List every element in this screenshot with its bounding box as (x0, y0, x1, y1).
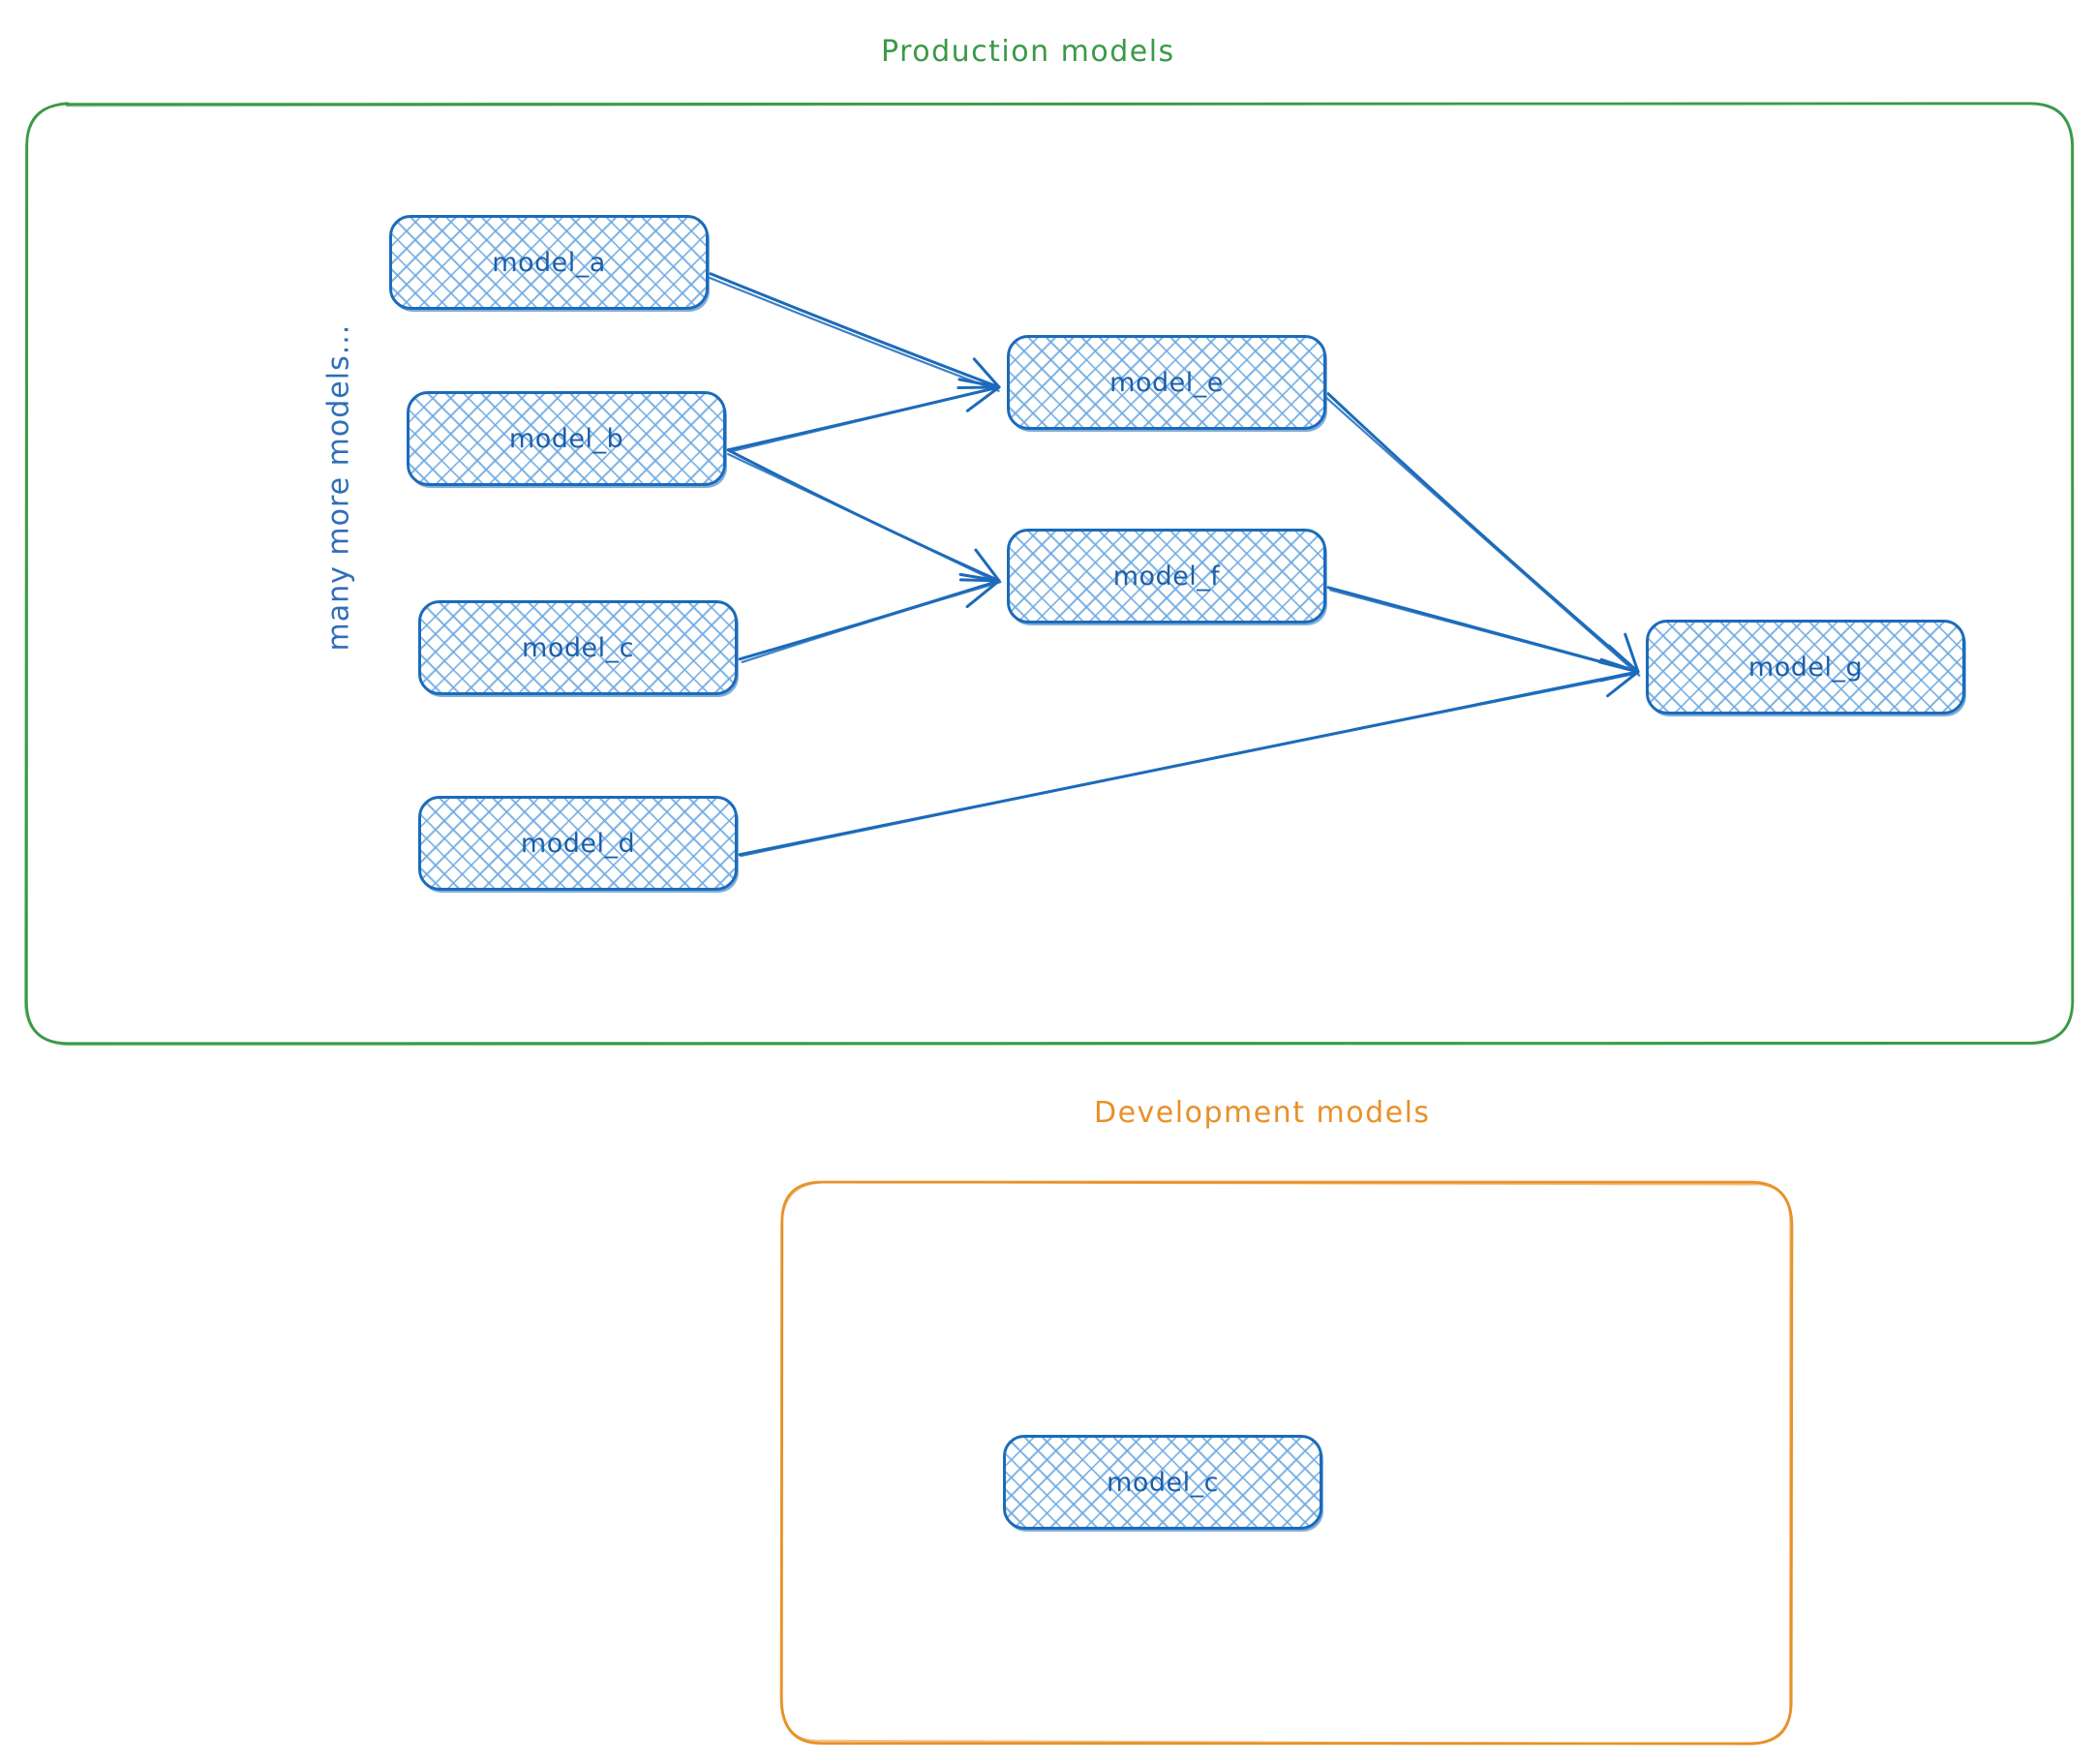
node-model_g[interactable]: model_g (1646, 620, 1965, 715)
node-label: model_b (508, 423, 624, 454)
arrowhead (1624, 632, 1640, 674)
edge-model_b-to-model_f (726, 448, 1001, 584)
edge-model_d-to-model_g (738, 657, 1640, 858)
arrowhead (958, 572, 1001, 583)
annotation-many-more-models: many more models... (321, 323, 356, 652)
arrowhead (1599, 657, 1640, 674)
arrowhead (957, 378, 1001, 389)
edge-model_e-to-model_g (1324, 392, 1641, 677)
edge-model_c-to-model_f (738, 572, 1002, 664)
group-frames (23, 102, 2075, 1746)
node-model_c_dev[interactable]: model_c (1003, 1435, 1322, 1530)
node-label: model_e (1109, 367, 1224, 398)
arrowhead (965, 579, 1001, 609)
edge-model_f-to-model_g (1326, 586, 1640, 683)
arrowhead (1607, 644, 1640, 674)
node-label: model_d (520, 828, 636, 859)
group-frame-development (779, 1180, 1792, 1746)
node-model_e[interactable]: model_e (1007, 335, 1326, 430)
node-label: model_c (522, 632, 634, 663)
edge-model_a-to-model_e (707, 272, 1001, 392)
group-label-production: Production models (881, 35, 1175, 69)
node-label: model_g (1747, 652, 1864, 683)
node-model_a[interactable]: model_a (389, 215, 709, 310)
edge-model_b-to-model_e (726, 378, 1001, 453)
node-model_c[interactable]: model_c (418, 600, 738, 695)
node-label: model_f (1112, 561, 1221, 592)
arrowhead (974, 548, 1001, 583)
arrowhead (1606, 670, 1640, 698)
node-model_b[interactable]: model_b (407, 391, 726, 486)
node-model_f[interactable]: model_f (1007, 529, 1326, 623)
group-label-development: Development models (1094, 1096, 1431, 1130)
arrowhead (965, 385, 1001, 412)
arrowhead (972, 357, 1001, 389)
node-label: model_c (1107, 1467, 1219, 1498)
node-label: model_a (492, 247, 606, 278)
edge-layer (707, 272, 1641, 858)
node-model_d[interactable]: model_d (418, 796, 738, 891)
group-frame-production (23, 102, 2075, 1047)
